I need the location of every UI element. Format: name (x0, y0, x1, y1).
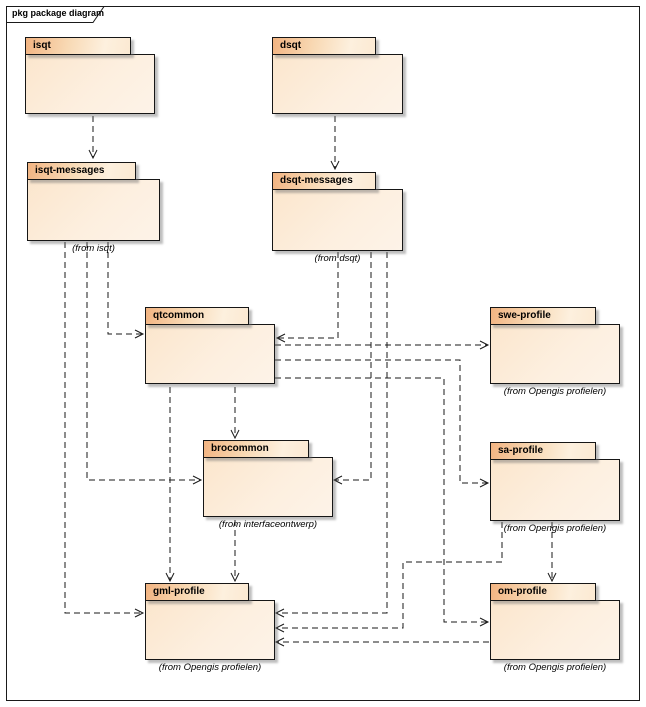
package-qtcommon[interactable]: qtcommon (145, 307, 275, 384)
package-swe-profile-body (490, 324, 620, 384)
package-brocommon-name: brocommon (211, 443, 269, 454)
package-om-profile-from: (from Opengis profielen) (503, 662, 607, 673)
package-swe-profile-from: (from Opengis profielen) (503, 386, 607, 397)
package-isqt-name: isqt (33, 40, 51, 51)
package-isqt-messages-name: isqt-messages (35, 165, 105, 176)
package-brocommon-body (203, 457, 333, 517)
package-brocommon[interactable]: brocommon (from interfaceontwerp) (203, 440, 333, 530)
package-om-profile-name: om-profile (498, 586, 547, 597)
package-qtcommon-body (145, 324, 275, 384)
package-dsqt-body (272, 54, 403, 114)
package-om-profile-body (490, 600, 620, 660)
package-isqt-messages[interactable]: isqt-messages (from isqt) (27, 162, 160, 254)
package-dsqt-messages[interactable]: dsqt-messages (from dsqt) (272, 172, 403, 264)
diagram-title: pkg package diagram (12, 8, 105, 18)
package-om-profile[interactable]: om-profile (from Opengis profielen) (490, 583, 620, 673)
package-dsqt[interactable]: dsqt (272, 37, 403, 114)
package-isqt-messages-from: (from isqt) (72, 243, 115, 254)
package-gml-profile-from: (from Opengis profielen) (158, 662, 262, 673)
package-swe-profile-name: swe-profile (498, 310, 551, 321)
package-sa-profile-tab: sa-profile (490, 442, 596, 460)
package-dsqt-messages-name: dsqt-messages (280, 175, 353, 186)
package-gml-profile-body (145, 600, 275, 660)
package-isqt-messages-body (27, 179, 160, 241)
package-isqt[interactable]: isqt (25, 37, 155, 114)
package-gml-profile[interactable]: gml-profile (from Opengis profielen) (145, 583, 275, 673)
package-sa-profile-body (490, 459, 620, 521)
package-brocommon-tab: brocommon (203, 440, 309, 458)
package-om-profile-tab: om-profile (490, 583, 596, 601)
package-dsqt-tab: dsqt (272, 37, 376, 55)
package-swe-profile-tab: swe-profile (490, 307, 596, 325)
package-sa-profile-from: (from Opengis profielen) (503, 523, 607, 534)
package-gml-profile-tab: gml-profile (145, 583, 249, 601)
package-brocommon-from: (from interfaceontwerp) (218, 519, 318, 530)
package-dsqt-messages-body (272, 189, 403, 251)
package-swe-profile[interactable]: swe-profile (from Opengis profielen) (490, 307, 620, 397)
package-dsqt-messages-from: (from dsqt) (314, 253, 361, 264)
package-gml-profile-name: gml-profile (153, 586, 205, 597)
package-isqt-tab: isqt (25, 37, 131, 55)
package-isqt-messages-tab: isqt-messages (27, 162, 136, 180)
package-sa-profile-name: sa-profile (498, 445, 544, 456)
package-isqt-body (25, 54, 155, 114)
frame-label-pentagon (6, 6, 105, 23)
package-dsqt-name: dsqt (280, 40, 302, 51)
package-qtcommon-tab: qtcommon (145, 307, 249, 325)
package-sa-profile[interactable]: sa-profile (from Opengis profielen) (490, 442, 620, 534)
package-dsqt-messages-tab: dsqt-messages (272, 172, 376, 190)
package-qtcommon-name: qtcommon (153, 310, 205, 321)
